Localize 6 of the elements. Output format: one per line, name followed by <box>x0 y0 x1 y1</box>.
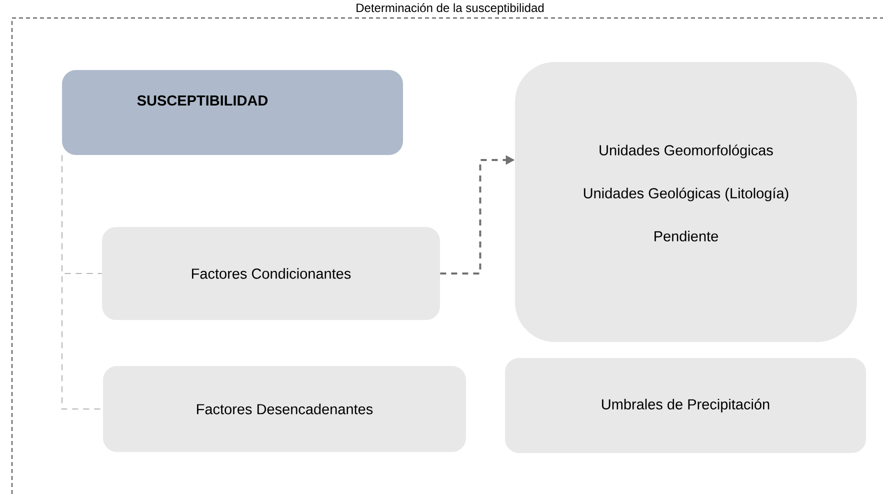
factor-box: Factores Desencadenantes <box>103 366 466 452</box>
title: Determinación de la susceptibilidad <box>356 3 544 14</box>
factor-box: Umbrales de Precipitación <box>505 358 866 453</box>
factor-box: Factores Condicionantes <box>102 227 440 320</box>
list-box: Unidades Geomorfológicas Unidades Geológicas (Litología) Pendiente <box>515 62 857 342</box>
title-box: SUSCEPTIBILIDAD <box>62 70 403 155</box>
